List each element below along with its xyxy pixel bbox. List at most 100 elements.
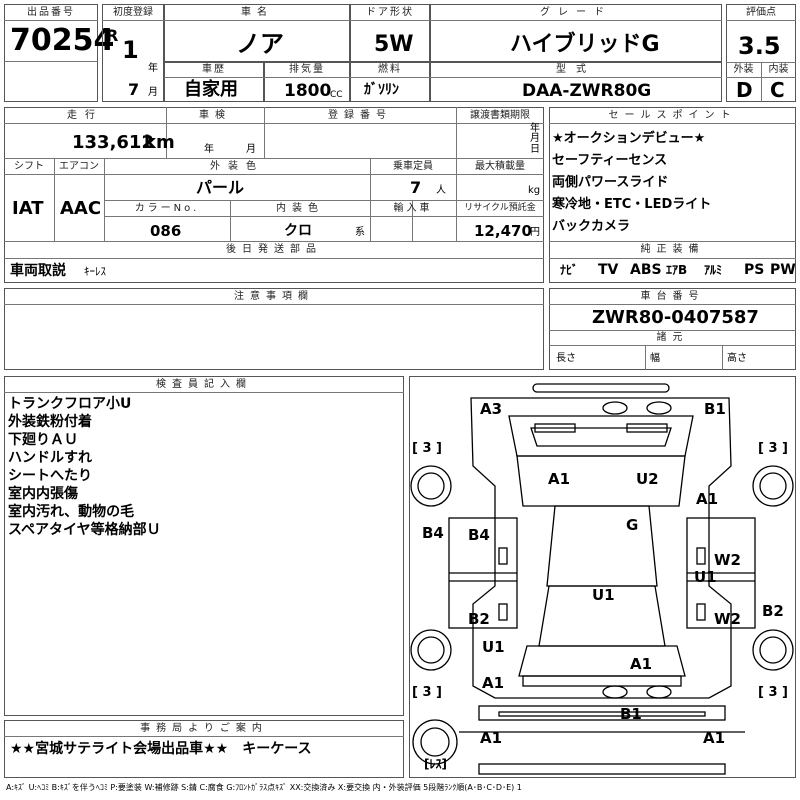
recycle-label: リサイクル預託金 — [464, 203, 536, 213]
shift: IAT — [12, 198, 44, 219]
inspector-line: ハンドルすれ — [8, 450, 92, 466]
transfer-label: 譲渡書類期限 — [470, 110, 530, 121]
first-registration-box — [102, 4, 164, 102]
tire-mark-rear-left: [ 3 ] — [412, 685, 442, 700]
model: DAA-ZWR80G — [522, 81, 652, 101]
transfer-day-unit: 日 — [530, 144, 540, 155]
equipment-tv: TV — [598, 262, 619, 278]
inspector-box — [4, 376, 404, 716]
equipment-nav: ﾅﾋﾞ — [560, 263, 579, 277]
damage-mark: B1 — [704, 400, 726, 418]
mileage: 133,612 — [72, 132, 154, 153]
ac: AAC — [60, 198, 102, 219]
length-label: 長さ — [556, 353, 576, 364]
damage-mark: B2 — [468, 610, 490, 628]
inspection-year-unit: 年 — [204, 144, 214, 155]
interior-score: C — [770, 78, 785, 102]
height-label: 高さ — [727, 353, 747, 364]
office-box — [4, 720, 404, 778]
month-unit: 月 — [148, 87, 158, 98]
damage-mark: A1 — [482, 674, 505, 692]
regno-label: 登録番号 — [328, 110, 392, 121]
damage-mark: U1 — [482, 638, 505, 656]
damage-mark: B4 — [468, 526, 490, 544]
damage-mark: A1 — [703, 729, 726, 747]
color-label: 外装色 — [210, 161, 264, 172]
recycle: 12,470 — [474, 222, 532, 240]
damage-mark: B2 — [762, 602, 784, 620]
equipment-pw: PW — [770, 262, 796, 278]
inspector-line: 室内内張傷 — [8, 486, 78, 502]
color: パール — [196, 178, 245, 197]
tire-mark-rear-right: [ 3 ] — [758, 685, 788, 700]
exterior-label: 外装 — [733, 64, 754, 75]
mileage-unit: km — [144, 132, 175, 153]
sales-point-item: セーフティーセンス — [552, 153, 668, 168]
transfer-year-unit: 年 — [530, 123, 540, 134]
model-box — [430, 62, 722, 102]
inspector-line: シートへたり — [8, 468, 92, 484]
score-label: 評価点 — [746, 7, 776, 18]
later-parts: 車両取説 — [10, 263, 66, 279]
damage-mark: A1 — [480, 729, 503, 747]
damage-mark: U2 — [636, 470, 659, 488]
tire-mark-front-right: [ 3 ] — [758, 441, 788, 456]
capacity: 7 — [410, 178, 422, 197]
inspector-line: トランクフロア小U — [8, 396, 132, 412]
sales-points-box — [549, 107, 796, 283]
int-color-label: 内装色 — [276, 203, 324, 214]
spare-mark: [ﾚｽ] — [424, 757, 447, 771]
damage-mark: W2 — [714, 610, 741, 628]
damage-mark: B1 — [620, 705, 642, 723]
car-name-box — [164, 4, 350, 62]
inspector-line: スペアタイヤ等格納部Ｕ — [8, 522, 161, 538]
cautions-box — [4, 288, 544, 370]
damage-mark: U1 — [592, 586, 615, 604]
inspection-label: 車検 — [199, 110, 231, 121]
grade-label: グレード — [540, 7, 612, 18]
reg-month: 7 — [128, 80, 140, 99]
equipment-alloy: ｱﾙﾐ — [704, 263, 723, 277]
office-text: ★★宮城サテライト会場出品車★★ キーケース — [10, 741, 312, 757]
int-color: クロ — [284, 223, 312, 239]
sales-points-label: セールスポイント — [608, 110, 737, 121]
door-label: ドア形状 — [366, 7, 414, 18]
damage-mark: B4 — [422, 524, 444, 542]
era: R — [106, 26, 119, 45]
car-name-label: 車名 — [241, 7, 273, 18]
damage-mark: A1 — [630, 655, 653, 673]
displacement: 1800 — [284, 81, 332, 101]
inspector-label: 検査員記入欄 — [156, 379, 252, 390]
later-parts-label: 後日発送部品 — [226, 244, 322, 255]
fuel-label: 燃料 — [378, 64, 402, 75]
lot-number-box — [4, 4, 98, 102]
displacement-label: 排気量 — [289, 64, 325, 75]
history-label: 車歴 — [202, 64, 226, 75]
mileage-label: 走行 — [67, 110, 103, 121]
damage-mark: A1 — [696, 490, 719, 508]
history: 自家用 — [184, 79, 238, 100]
door-type: 5W — [374, 32, 414, 57]
cautions-label: 注意事項欄 — [234, 291, 314, 302]
dims-label: 諸元 — [656, 332, 689, 343]
reg-year: 1 — [122, 36, 139, 64]
car-outline-diagram — [410, 383, 794, 775]
chassis-box — [549, 288, 796, 370]
legend: A:ｷｽﾞ U:ﾍｺﾐ B:ｷｽﾞを伴うﾍｺﾐ P:要塗装 W:補修跡 S:錆 … — [6, 783, 522, 792]
shift-label: シフト — [14, 161, 44, 172]
yen-unit: 円 — [530, 227, 540, 238]
fuel: ｶﾞｿﾘﾝ — [364, 82, 399, 98]
equipment-label: 純正装備 — [640, 244, 705, 255]
equipment-airbag: ｴｱB — [666, 263, 688, 277]
damage-mark: A3 — [480, 400, 503, 418]
equipment-ps: PS — [744, 262, 765, 278]
grade-box — [430, 4, 722, 62]
capacity-label: 乗車定員 — [393, 161, 433, 172]
office-label: 事務局よりご案内 — [140, 723, 268, 734]
sales-point-item: ★オークションデビュー★ — [552, 131, 706, 146]
sales-point-item: 寒冷地・ETC・LEDライト — [552, 197, 712, 212]
displacement-box — [264, 62, 350, 102]
int-color-suffix: 系 — [355, 227, 365, 238]
chassis-number: ZWR80-0407587 — [592, 307, 759, 328]
load-unit: kg — [528, 185, 541, 196]
